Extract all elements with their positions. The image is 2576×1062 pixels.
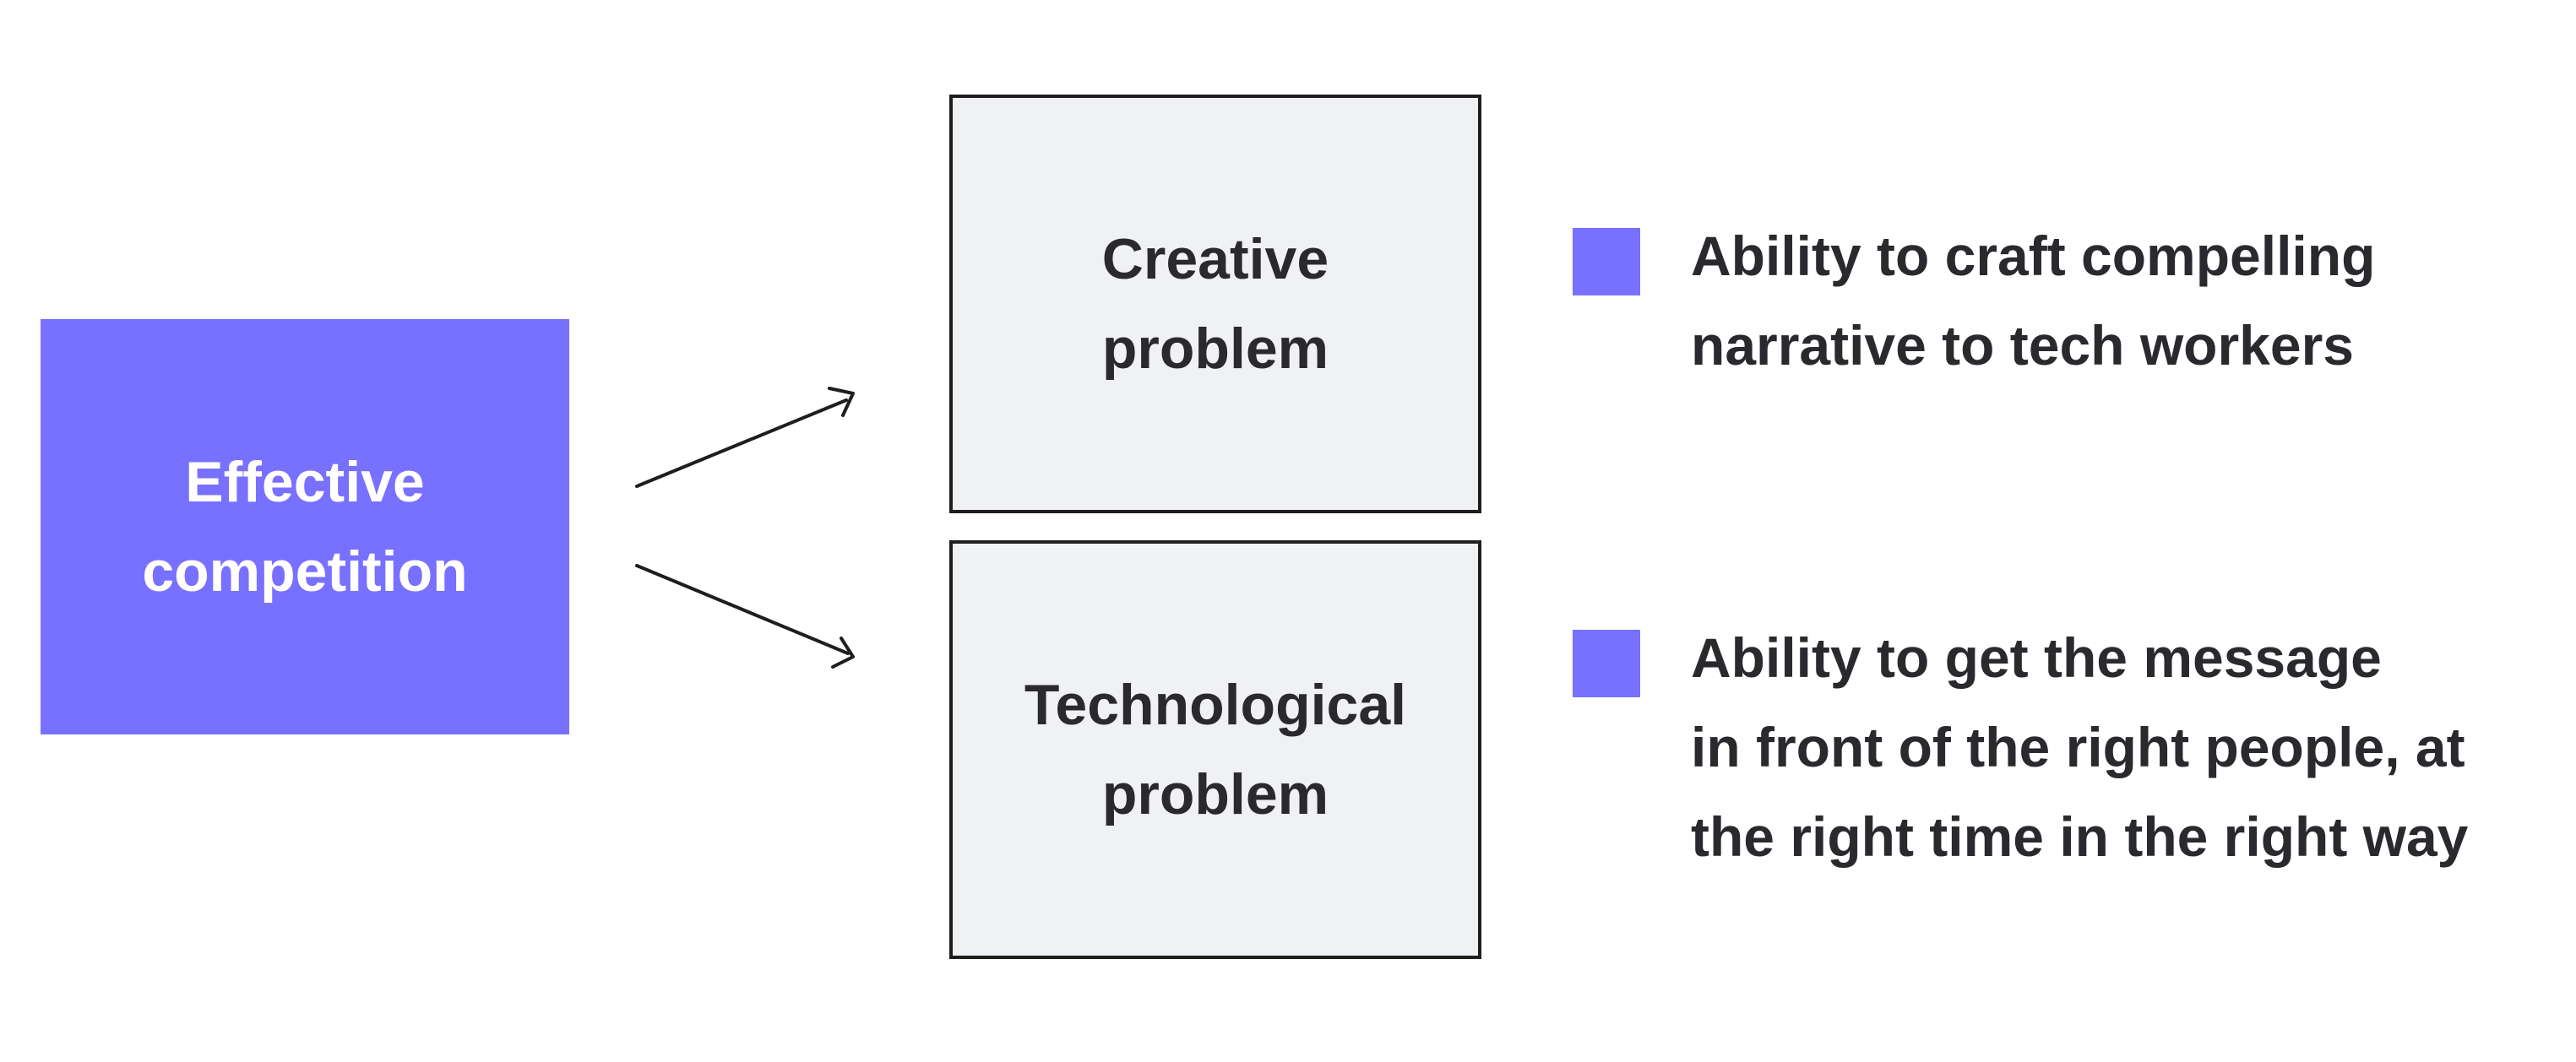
ability-2-line-3: the right time in the right way	[1691, 805, 2469, 868]
technological-problem-box: Technological problem	[949, 540, 1481, 959]
effective-competition-label-line-1: Effective	[185, 450, 425, 514]
ability-2-line-2: in front of the right people, at	[1691, 716, 2465, 778]
creative-problem-label-line-2: problem	[1101, 317, 1329, 381]
ability-2-line-1: Ability to get the message	[1691, 626, 2382, 689]
effective-competition-label-line-2: competition	[142, 539, 468, 604]
creative-problem-box: Creative problem	[949, 95, 1481, 513]
ability-1-line-2: narrative to tech workers	[1691, 314, 2354, 377]
ability-marker-square-2	[1573, 630, 1640, 697]
ability-description-2: Ability to get the message in front of t…	[1691, 613, 2569, 881]
technological-problem-label-line-2: problem	[1101, 762, 1329, 826]
ability-marker-square-1	[1573, 228, 1640, 295]
ability-description-1: Ability to craft compelling narrative to…	[1691, 211, 2569, 390]
effective-competition-box: Effective competition	[41, 319, 569, 734]
ability-1-line-1: Ability to craft compelling	[1691, 225, 2376, 287]
technological-problem-label-line-1: Technological	[1024, 673, 1407, 737]
creative-problem-label-line-1: Creative	[1101, 227, 1329, 291]
arrow-to-technological-problem	[635, 564, 855, 669]
arrow-to-creative-problem	[635, 387, 855, 488]
